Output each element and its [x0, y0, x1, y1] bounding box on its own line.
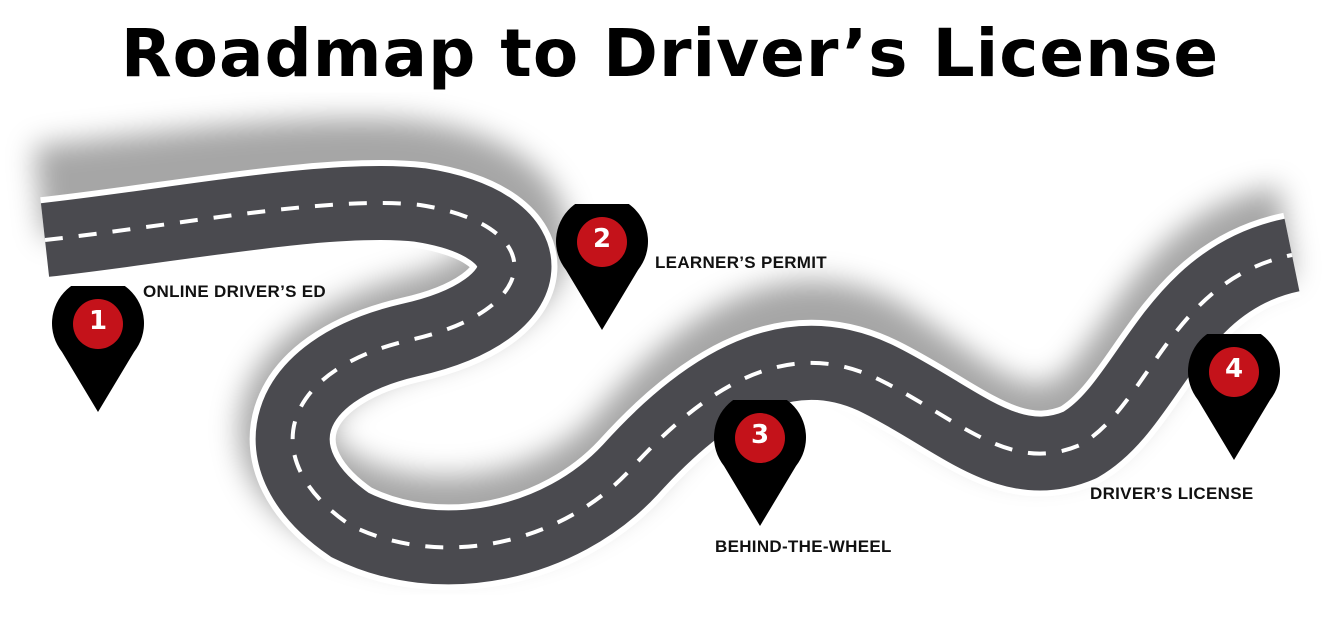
step-3-number: 3 — [750, 420, 770, 450]
step-2-number: 2 — [592, 224, 612, 254]
map-pin-icon — [714, 400, 806, 526]
map-pin-icon — [556, 204, 648, 330]
step-1-pin: 1 — [52, 286, 144, 414]
map-pin-icon — [1188, 334, 1280, 460]
road-asphalt — [40, 166, 1301, 585]
step-2-label: LEARNER’S PERMIT — [655, 253, 827, 272]
step-3-label: BEHIND-THE-WHEEL — [715, 537, 892, 556]
step-4-pin: 4 — [1188, 334, 1280, 462]
step-1-number: 1 — [88, 306, 108, 336]
step-3-pin: 3 — [714, 400, 806, 528]
map-pin-icon — [52, 286, 144, 412]
step-4-label: DRIVER’S LICENSE — [1090, 484, 1254, 503]
step-1-label: ONLINE DRIVER’S ED — [143, 282, 326, 301]
step-2-pin: 2 — [556, 204, 648, 332]
page-title: Roadmap to Driver’s License — [120, 15, 1220, 92]
step-4-number: 4 — [1224, 354, 1244, 384]
